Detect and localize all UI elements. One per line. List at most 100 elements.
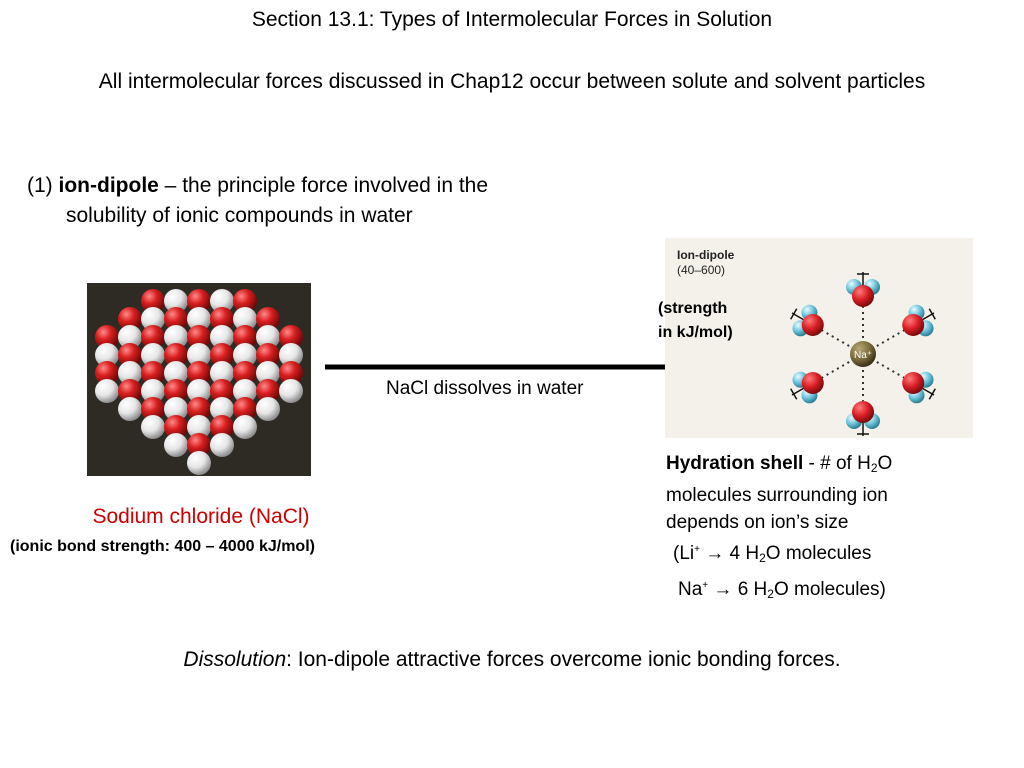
lattice-ion [118,397,142,421]
point-term: ion-dipole [58,174,159,197]
nacl-name: Sodium chloride (NaCl) [92,505,310,528]
hydration-term: Hydration shell [666,453,804,474]
lithium-example: (Li+ → 4 H2O molecules [666,536,1006,572]
attraction-line [876,331,902,347]
lattice-ion [118,325,142,349]
point-number: (1) [27,174,53,197]
lattice-ion [141,415,165,439]
lattice-ion [187,289,211,313]
strength-note-line1: (strength [658,300,728,317]
lattice-ion [210,289,234,313]
dipole-plus-tick [928,388,936,400]
lattice-ion [164,307,188,331]
hydration-shell-text: Hydration shell - # of H2O molecules sur… [666,450,1006,608]
oxygen-atom [852,401,874,423]
lattice-ion [164,397,188,421]
dissolution-rest: : Ion-dipole attractive forces overcome … [286,648,841,671]
lattice-ion [187,379,211,403]
lattice-ion [141,289,165,313]
attraction-line [824,331,850,347]
lattice-ion [256,307,280,331]
sodium-rest: O molecules) [773,579,886,600]
oxygen-atom [902,314,925,336]
lattice-ion [187,307,211,331]
lattice-ion [164,379,188,403]
lattice-ion [164,415,188,439]
sodium-ion-label: Na⁺ [854,350,872,361]
lattice-ion [210,379,234,403]
intro-text: All intermolecular forces discussed in C… [98,70,926,93]
lattice-ion [141,343,165,367]
nacl-bond-strength: (ionic bond strength: 400 – 4000 kJ/mol) [10,538,315,555]
lattice-ion [164,343,188,367]
attraction-line [876,361,902,377]
lattice-ion [141,307,165,331]
lattice-ion [256,343,280,367]
nacl-crystal-lattice [95,289,303,475]
lattice-ion [233,307,257,331]
strength-note: (strength in kJ/mol) [658,297,733,345]
oxygen-atom [902,372,925,394]
lattice-ion [187,397,211,421]
arrow-label: NaCl dissolves in water [386,378,584,399]
lattice-ion [141,379,165,403]
ion-dipole-point: (1) ion-dipole – the principle force inv… [27,171,627,231]
lattice-ion [95,343,119,367]
lattice-ion [210,307,234,331]
lattice-ion [210,343,234,367]
attraction-line [824,361,850,377]
lattice-ion [256,379,280,403]
lattice-ion [210,325,234,349]
lithium-rest: O molecules [765,543,872,564]
point-desc-line1: – the principle force involved in the [158,174,489,197]
lattice-ion [118,307,142,331]
lattice-ion [187,433,211,457]
lattice-ion [118,379,142,403]
strength-note-line2: in kJ/mol) [658,324,733,341]
lattice-ion [256,361,280,385]
lattice-ion [233,361,257,385]
lattice-ion [210,361,234,385]
diagram-title: Ion-dipole [677,248,735,262]
point-desc-line2: solubility of ionic compounds in water [66,204,413,227]
sodium-ion [850,341,876,367]
lattice-ion [187,361,211,385]
oxygen-atom [852,285,874,307]
lattice-ion [187,415,211,439]
lattice-ion [279,379,303,403]
lattice-ion [118,343,142,367]
lattice-ion [210,433,234,457]
lattice-ion [210,415,234,439]
lattice-ion [164,289,188,313]
lattice-ion [164,361,188,385]
lattice-ion [187,451,211,475]
hydration-line2: molecules surrounding ion [666,485,888,506]
subscript-2: 2 [767,587,774,601]
lattice-ion [118,361,142,385]
lattice-ion [256,325,280,349]
lattice-ion [233,397,257,421]
lattice-ion [233,289,257,313]
lattice-ion [95,325,119,349]
hydration-line1: Hydration shell - # of H2O [666,450,1006,482]
lattice-ion [141,397,165,421]
sodium-arrow-text: → 6 H [708,579,768,600]
lattice-ion [164,433,188,457]
lattice-ion [256,397,280,421]
dissolution-term: Dissolution [183,648,287,671]
lattice-ion [279,325,303,349]
nacl-crystal-image [87,283,311,476]
sodium-example: Na+ → 6 H2O molecules) [666,572,1006,608]
oxygen-atom [801,372,824,394]
lattice-ion [141,361,165,385]
lattice-ion [164,325,188,349]
lattice-ion [279,343,303,367]
lattice-ion [233,325,257,349]
dipole-plus-tick [790,388,798,400]
lattice-ion [279,361,303,385]
lattice-ion [233,415,257,439]
lithium-open: (Li [673,543,695,564]
ion-dipole-diagram: Ion-dipole (40–600) Na⁺ [665,238,973,438]
dipole-plus-tick [928,308,936,320]
lattice-ion [187,325,211,349]
